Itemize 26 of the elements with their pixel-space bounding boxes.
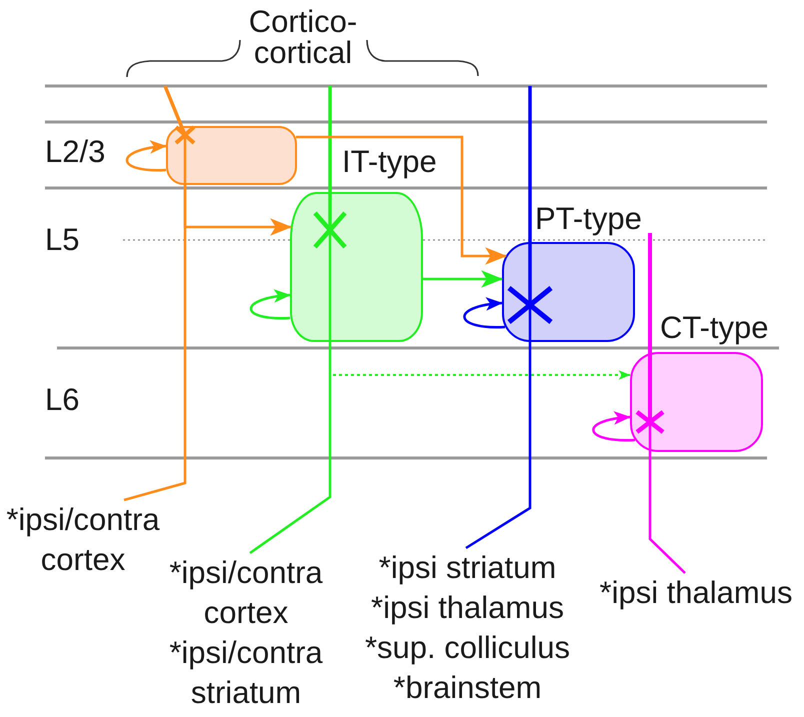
layer-label: L6: [45, 382, 80, 418]
layer-label: L5: [45, 222, 80, 258]
cell-type-label: IT-type: [342, 145, 437, 179]
cell-type-label: PT-type: [535, 202, 642, 236]
axon-line: [465, 342, 532, 550]
axon-line: [249, 342, 332, 554]
arrow: [296, 136, 508, 265]
recurrent-loop-arrow: [463, 298, 506, 328]
target-label: *brainstem: [393, 669, 542, 707]
cell-type-label: CT-type: [660, 311, 769, 345]
target-label: *ipsi/contra striatum: [168, 634, 324, 712]
arrow: [423, 270, 504, 288]
recurrent-loop-arrow: [126, 140, 167, 172]
target-label: *ipsi thalamus: [600, 574, 792, 612]
target-label: *ipsi thalamus: [371, 589, 564, 627]
target-label: *sup. colliculus: [364, 629, 570, 667]
target-label: *ipsi/contra cortex: [5, 501, 161, 579]
axon-line: [648, 452, 686, 574]
brace-label: Cortico- cortical: [248, 6, 358, 68]
target-label: *ipsi striatum: [378, 549, 556, 587]
axon-line: [124, 185, 186, 502]
target-label: *ipsi/contra cortex: [168, 554, 324, 632]
recurrent-loop-arrow: [592, 412, 636, 442]
recurrent-loop-arrow: [250, 290, 291, 320]
layer-label: L2/3: [45, 134, 106, 170]
cell-box: [166, 126, 297, 185]
